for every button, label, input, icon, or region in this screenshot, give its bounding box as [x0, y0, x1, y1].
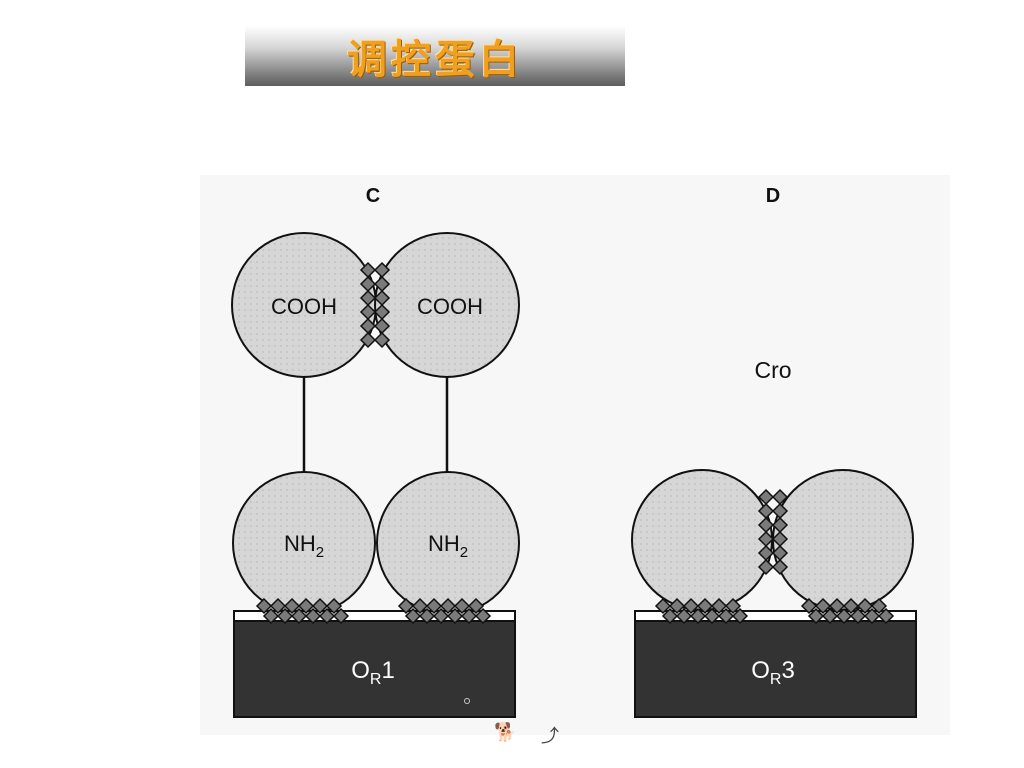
- operator-or1-label: OR1: [351, 657, 395, 688]
- speck: [464, 698, 470, 704]
- contact-diamond: [311, 597, 329, 615]
- contact-diamond: [262, 607, 280, 625]
- contact-diamond: [276, 607, 294, 625]
- contact-diamond: [877, 607, 895, 625]
- contact-diamond: [418, 607, 436, 625]
- contact-diamond: [835, 607, 853, 625]
- contact-diamond: [842, 597, 860, 615]
- panel-c-letter: C: [366, 185, 380, 207]
- contact-diamond: [446, 607, 464, 625]
- diagram-svg: C COOH COOH NH2 NH2 OR1 D Cro OR3: [231, 185, 917, 718]
- contact-diamond: [696, 597, 714, 615]
- figure: C COOH COOH NH2 NH2 OR1 D Cro OR3: [200, 175, 950, 735]
- contact-diamond: [654, 597, 672, 615]
- contact-diamond: [689, 607, 707, 625]
- contact-diamond: [821, 607, 839, 625]
- contact-diamond: [460, 607, 478, 625]
- contact-diamond: [297, 597, 315, 615]
- cooh-label-right: COOH: [417, 294, 483, 319]
- dna-contacts-c: [255, 597, 492, 625]
- contact-diamond: [710, 597, 728, 615]
- prev-slide-button[interactable]: 🐕: [494, 722, 516, 743]
- contact-diamond: [703, 607, 721, 625]
- contact-diamond: [318, 607, 336, 625]
- contact-diamond: [290, 607, 308, 625]
- contact-diamond: [404, 607, 422, 625]
- next-slide-button[interactable]: ⤴: [541, 722, 559, 748]
- contact-diamond: [828, 597, 846, 615]
- contact-diamond: [332, 607, 350, 625]
- contact-diamond: [439, 597, 457, 615]
- panel-c: C COOH COOH NH2 NH2 OR1: [231, 185, 520, 718]
- contact-diamond: [724, 597, 742, 615]
- nh2-label-left: NH2: [284, 531, 324, 561]
- contact-diamond: [771, 558, 789, 576]
- cro-monomer-left: [631, 469, 773, 611]
- operator-or3-label: OR3: [751, 657, 795, 688]
- panel-d: D Cro OR3: [631, 185, 917, 718]
- contact-diamond: [425, 597, 443, 615]
- contact-diamond: [717, 607, 735, 625]
- contact-diamond: [800, 597, 818, 615]
- return-icon: ⤴: [541, 726, 559, 747]
- cooh-domain-right: [374, 232, 520, 378]
- operator-or3-block: [634, 620, 917, 718]
- contact-diamond: [863, 607, 881, 625]
- dna-contacts-d: [654, 597, 895, 625]
- contact-diamond: [283, 597, 301, 615]
- contact-diamond: [411, 597, 429, 615]
- contact-diamond: [397, 597, 415, 615]
- contact-diamond: [432, 607, 450, 625]
- dog-icon: 🐕: [494, 722, 517, 743]
- contact-diamond: [325, 597, 343, 615]
- contact-diamond: [373, 331, 391, 349]
- contact-diamond: [682, 597, 700, 615]
- contact-diamond: [757, 558, 775, 576]
- contact-diamond: [856, 597, 874, 615]
- contact-diamond: [849, 607, 867, 625]
- cro-monomer-right: [772, 469, 914, 611]
- contact-diamond: [474, 607, 492, 625]
- contact-diamond: [453, 597, 471, 615]
- contact-diamond: [269, 597, 287, 615]
- panel-d-letter: D: [766, 185, 780, 207]
- contact-diamond: [304, 607, 322, 625]
- contact-diamond: [807, 607, 825, 625]
- slide-title: 调控蛋白: [347, 37, 523, 83]
- contact-diamond: [814, 597, 832, 615]
- cro-label: Cro: [754, 357, 791, 383]
- contact-diamond: [668, 597, 686, 615]
- contact-diamond: [661, 607, 679, 625]
- contact-diamond: [255, 597, 273, 615]
- title-bar: 调控蛋白: [245, 26, 625, 86]
- cooh-label-left: COOH: [271, 294, 337, 319]
- contact-diamond: [675, 607, 693, 625]
- contact-diamond: [467, 597, 485, 615]
- operator-or1-block: [233, 620, 516, 718]
- contact-diamond: [359, 331, 377, 349]
- contact-diamond: [870, 597, 888, 615]
- nh2-label-right: NH2: [428, 531, 468, 561]
- contact-diamond: [731, 607, 749, 625]
- dimer-interface-d: [757, 488, 789, 576]
- dimer-interface-c: [359, 261, 391, 349]
